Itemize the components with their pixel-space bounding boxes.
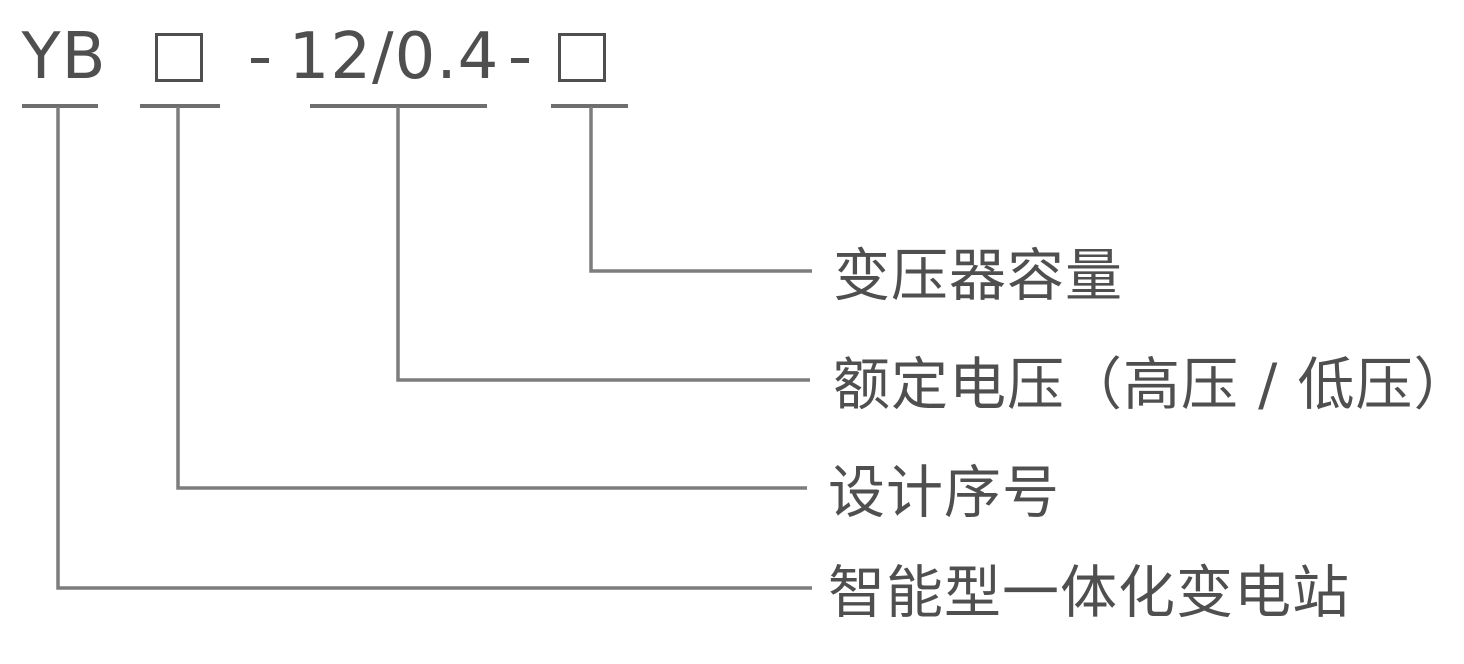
code-prefix: YB: [21, 20, 107, 94]
code-design-box: [155, 33, 203, 82]
transformer-capacity-label: 变压器容量: [833, 243, 1123, 309]
code-capacity-box: [558, 33, 606, 82]
code-voltage: 12/0.4: [288, 20, 500, 94]
intelligent-integrated-substation-label: 智能型一体化变电站: [828, 560, 1350, 626]
intelligent-integrated-substation-leader-line: [56, 107, 812, 590]
code-dash-1: [251, 58, 269, 63]
rated-voltage-leader-line: [396, 107, 810, 382]
design-serial-number-leader-line: [176, 107, 807, 490]
code-dash-2: [511, 58, 529, 63]
transformer-capacity-leader-line: [589, 107, 812, 273]
rated-voltage-label: 额定电压（高压 / 低压）: [833, 352, 1464, 418]
design-serial-number-label: 设计序号: [828, 460, 1060, 526]
